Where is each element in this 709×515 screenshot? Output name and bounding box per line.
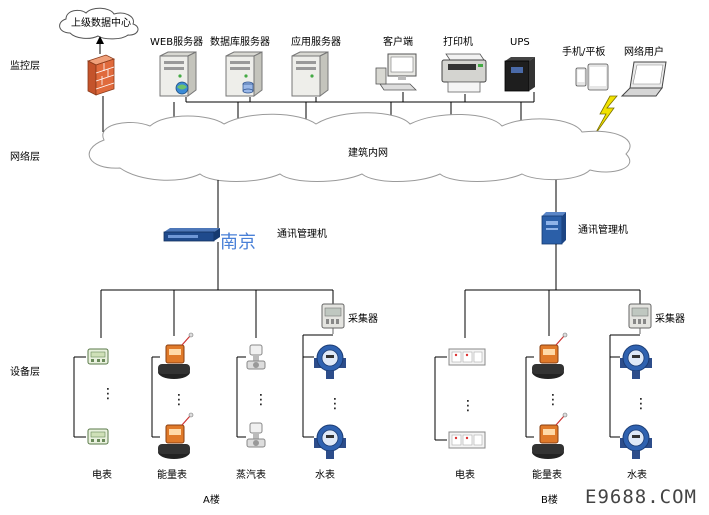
water-meter-icon — [313, 424, 347, 460]
printer-label: 打印机 — [443, 35, 473, 48]
collector-box-icon — [628, 303, 652, 335]
web-server-label: WEB服务器 — [150, 35, 203, 48]
building-b-bus — [434, 289, 641, 441]
building-intranet-cloud-icon — [88, 112, 631, 182]
electric-meter-icon — [448, 348, 486, 366]
building-b-meter-label-water: 水表 — [627, 468, 647, 481]
ellipsis-a-energy: ⋮ — [172, 392, 186, 408]
building-b-collector-label: 采集器 — [655, 312, 685, 325]
ellipsis-b-electric: ⋮ — [461, 398, 475, 414]
building-a-meter-label-energy: 能量表 — [157, 468, 187, 481]
left-gateway-label: 通讯管理机 — [277, 227, 327, 240]
overlay-text-nanjing: 南京 — [220, 232, 256, 253]
collector-box-icon — [321, 303, 345, 335]
energy-meter-icon — [157, 412, 194, 460]
building-a-meter-label-water: 水表 — [315, 468, 335, 481]
db-server-label: 数据库服务器 — [210, 35, 270, 48]
electric-meter-icon — [87, 348, 109, 365]
upper-data-center-label: 上级数据中心 — [71, 16, 131, 29]
ellipsis-b-water: ⋮ — [634, 396, 648, 412]
building-a-meter-label-steam: 蒸汽表 — [236, 468, 266, 481]
building-b-meter-label-electric: 电表 — [455, 468, 475, 481]
steam-meter-icon — [246, 422, 266, 448]
building-b-meter-label-energy: 能量表 — [532, 468, 562, 481]
laptop-icon — [620, 61, 667, 97]
desktop-computer-icon — [375, 53, 417, 91]
water-meter-icon — [619, 344, 653, 380]
energy-meter-icon — [157, 332, 194, 380]
layer-label-network: 网络层 — [10, 150, 40, 163]
ups-label: UPS — [510, 37, 530, 48]
phone-tablet-icon — [575, 63, 609, 91]
rack-gateway-icon — [163, 228, 220, 242]
energy-meter-icon — [531, 332, 568, 380]
client-label: 客户端 — [383, 35, 413, 48]
ellipsis-a-water: ⋮ — [328, 396, 342, 412]
building-b-name: B楼 — [541, 493, 558, 506]
web-user-label: 网络用户 — [624, 45, 664, 58]
building-a-name: A楼 — [203, 493, 220, 506]
ellipsis-a-steam: ⋮ — [254, 392, 268, 408]
electric-meter-icon — [87, 428, 109, 445]
building-a-bus — [73, 289, 334, 438]
wireless-lightning-icon — [593, 95, 618, 137]
database-server-icon — [225, 51, 263, 97]
firewall-brick-icon — [86, 54, 116, 96]
electric-meter-icon — [448, 431, 486, 449]
printer-icon — [441, 53, 487, 93]
layer-label-monitor: 监控层 — [10, 59, 40, 72]
ups-box-icon — [504, 57, 535, 92]
box-gateway-icon — [541, 212, 566, 245]
top-bus-lines — [102, 92, 535, 132]
app-server-label: 应用服务器 — [291, 35, 341, 48]
building-a-meter-label-electric: 电表 — [92, 468, 112, 481]
upper-link-arrow-icon — [96, 36, 104, 44]
web-server-icon — [159, 51, 197, 97]
mobile-label: 手机/平板 — [562, 45, 605, 58]
energy-meter-icon — [531, 412, 568, 460]
layer-label-device: 设备层 — [10, 365, 40, 378]
steam-meter-icon — [246, 344, 266, 370]
application-server-icon — [291, 51, 329, 97]
water-meter-icon — [619, 424, 653, 460]
ellipsis-b-energy: ⋮ — [546, 392, 560, 408]
right-gateway-label: 通讯管理机 — [578, 223, 628, 236]
water-meter-icon — [313, 344, 347, 380]
ellipsis-a-electric: ⋮ — [101, 386, 115, 402]
building-a-collector-label: 采集器 — [348, 312, 378, 325]
watermark-text: E9688.COM — [585, 486, 697, 508]
network-label: 建筑内网 — [348, 146, 388, 159]
